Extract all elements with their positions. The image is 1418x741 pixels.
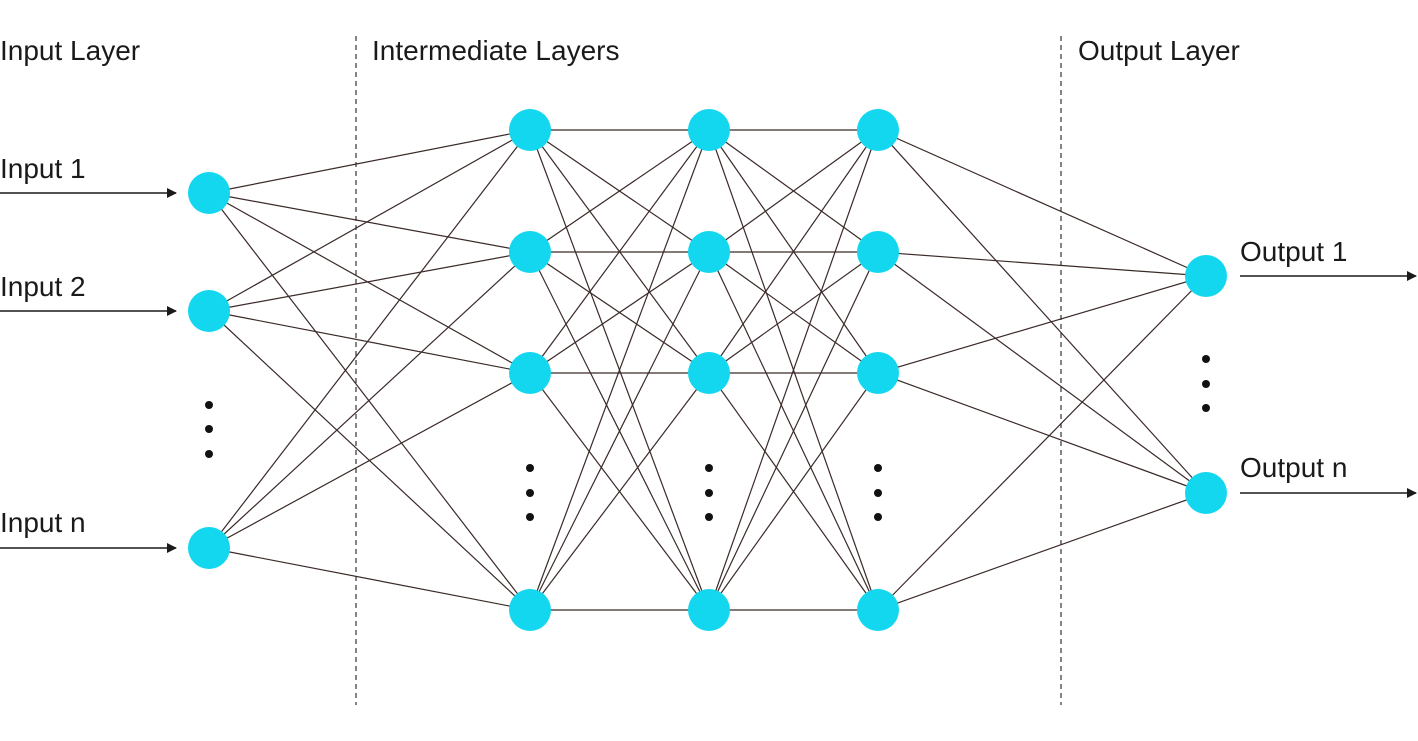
edge-hidden-1-2-to-hidden-2-1 (529, 129, 710, 253)
hidden-2-node-1 (688, 109, 730, 151)
edge-input-1-to-hidden-1-3 (208, 192, 531, 374)
input-node-1 (188, 172, 230, 214)
output-ellipsis-dot-2 (1202, 380, 1210, 388)
hidden-3-node-1 (857, 109, 899, 151)
edge-hidden-2-3-to-hidden-3-2 (708, 251, 879, 374)
edge-input-2-to-hidden-1-2 (208, 251, 531, 312)
edge-hidden-3-3-to-output-1 (877, 275, 1207, 374)
edge-hidden-2-3-to-hidden-3-1 (708, 129, 879, 374)
hidden-2-node-4 (688, 589, 730, 631)
hidden-2-ellipsis-dot-3 (705, 513, 713, 521)
hidden-3-node-3 (857, 352, 899, 394)
edge-hidden-2-4-to-hidden-3-1 (708, 129, 879, 611)
edge-hidden-1-3-to-hidden-2-2 (529, 251, 710, 374)
input-ellipsis-dot-1 (205, 401, 213, 409)
edge-hidden-2-4-to-hidden-3-3 (708, 372, 879, 611)
output-n-label: Output n (1240, 452, 1347, 483)
edge-hidden-3-2-to-output-1 (877, 251, 1207, 277)
hidden-1-node-4 (509, 589, 551, 631)
input-1-label: Input 1 (0, 153, 86, 184)
hidden-3-ellipsis-dot-3 (874, 513, 882, 521)
hidden-1-ellipsis-dot-3 (526, 513, 534, 521)
output-1-label: Output 1 (1240, 236, 1347, 267)
input-ellipsis-dot-3 (205, 450, 213, 458)
output-node-1 (1185, 255, 1227, 297)
edge-hidden-3-1-to-output-1 (877, 129, 1207, 277)
nodes (188, 109, 1227, 631)
hidden-2-node-2 (688, 231, 730, 273)
output-ellipsis-dot-3 (1202, 404, 1210, 412)
input-2-label: Input 2 (0, 271, 86, 302)
connections (208, 129, 1207, 611)
edge-input-2-to-hidden-1-3 (208, 310, 531, 374)
hidden-3-node-4 (857, 589, 899, 631)
edge-input-3-to-hidden-1-3 (208, 372, 531, 549)
edge-hidden-2-2-to-hidden-3-1 (708, 129, 879, 253)
edge-input-3-to-hidden-1-2 (208, 251, 531, 549)
edge-hidden-3-4-to-output-2 (877, 492, 1207, 611)
edge-input-1-to-hidden-1-2 (208, 192, 531, 253)
hidden-2-ellipsis-dot-1 (705, 464, 713, 472)
edge-input-1-to-hidden-1-1 (208, 129, 531, 194)
edge-hidden-3-3-to-output-2 (877, 372, 1207, 494)
edge-input-3-to-hidden-1-1 (208, 129, 531, 549)
edge-hidden-3-1-to-output-2 (877, 129, 1207, 494)
hidden-1-ellipsis-dot-2 (526, 489, 534, 497)
ellipsis-dots (205, 355, 1210, 521)
hidden-2-ellipsis-dot-2 (705, 489, 713, 497)
input-layer-header: Input Layer (0, 35, 140, 66)
edge-hidden-1-3-to-hidden-2-1 (529, 129, 710, 374)
edge-hidden-3-4-to-output-1 (877, 275, 1207, 611)
hidden-1-ellipsis-dot-1 (526, 464, 534, 472)
edge-hidden-1-4-to-hidden-2-2 (529, 251, 710, 611)
hidden-1-node-3 (509, 352, 551, 394)
edge-input-1-to-hidden-1-4 (208, 192, 531, 611)
hidden-3-ellipsis-dot-1 (874, 464, 882, 472)
hidden-1-node-2 (509, 231, 551, 273)
edge-hidden-3-2-to-output-2 (877, 251, 1207, 494)
hidden-3-ellipsis-dot-2 (874, 489, 882, 497)
edge-input-2-to-hidden-1-1 (208, 129, 531, 312)
intermediate-layers-header: Intermediate Layers (372, 35, 619, 66)
input-node-2 (188, 290, 230, 332)
edge-input-3-to-hidden-1-4 (208, 547, 531, 611)
input-node-3 (188, 527, 230, 569)
hidden-2-node-3 (688, 352, 730, 394)
edge-hidden-1-4-to-hidden-2-3 (529, 372, 710, 611)
output-node-2 (1185, 472, 1227, 514)
output-layer-header: Output Layer (1078, 35, 1240, 66)
edge-hidden-2-4-to-hidden-3-2 (708, 251, 879, 611)
input-ellipsis-dot-2 (205, 425, 213, 433)
output-ellipsis-dot-1 (1202, 355, 1210, 363)
input-n-label: Input n (0, 507, 86, 538)
hidden-1-node-1 (509, 109, 551, 151)
hidden-3-node-2 (857, 231, 899, 273)
edge-hidden-1-4-to-hidden-2-1 (529, 129, 710, 611)
